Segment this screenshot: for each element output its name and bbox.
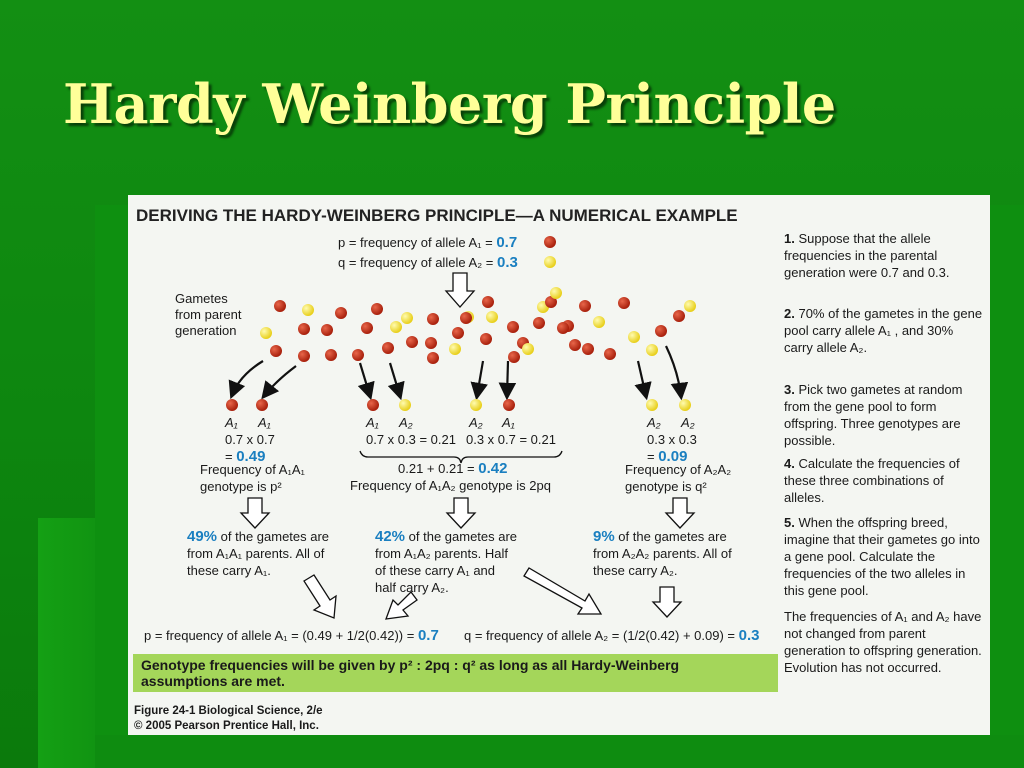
block2-line2: from A₁A₂ parents. Half	[375, 546, 508, 561]
freq-a1a1-line2: genotype is p²	[200, 479, 282, 494]
step-3-num: 3.	[784, 382, 795, 397]
slide-title: Hardy Weinberg Principle	[63, 72, 836, 136]
freq-a1a2: Frequency of A₁A₂ genotype is 2pq	[350, 478, 551, 493]
pair4-calc: 0.3 x 0.3	[647, 432, 697, 447]
q-definition: q = frequency of allele A₂ =	[338, 255, 497, 270]
genotype-line2: assumptions are met.	[141, 673, 285, 689]
p-final-eq: p = frequency of allele A₁ = (0.49 + 1/2…	[144, 628, 418, 643]
pair4-allele1: A₂	[646, 415, 661, 430]
gamete-pool	[260, 287, 696, 364]
freq-a2a2-line2: genotype is q²	[625, 479, 707, 494]
block3-line2: from A₂A₂ parents. All of	[593, 546, 732, 561]
svg-text:= 0.49: = 0.49	[225, 448, 265, 465]
block2-pct: 42%	[375, 528, 405, 545]
step-1-text: Suppose that the allele frequencies in t…	[784, 231, 950, 280]
block2-line3: of these carry A₁ and	[375, 563, 495, 578]
legend-a2-dot	[544, 256, 556, 268]
step-2-text: 70% of the gametes in the gene pool carr…	[784, 306, 983, 355]
svg-text:49% of the gametes are: 49% of the gametes are	[187, 528, 329, 545]
freq-a2a2-line1: Frequency of A₂A₂	[625, 462, 731, 477]
figure-header: DERIVING THE HARDY-WEINBERG PRINCIPLE—A …	[136, 206, 738, 225]
step-2: 2. 70% of the gametes in the gene pool c…	[784, 305, 984, 356]
block1-line1: of the gametes are	[217, 529, 329, 544]
sum-result: 0.42	[478, 460, 507, 477]
q-final-value: 0.3	[739, 627, 760, 644]
block3-pct: 9%	[593, 528, 615, 545]
pair1-allele1: A₁	[224, 415, 238, 430]
sum-calc: 0.21 + 0.21 =	[398, 461, 478, 476]
p-value: 0.7	[496, 234, 517, 251]
svg-text:42% of the gametes are: 42% of the gametes are	[375, 528, 517, 545]
pair2-allele2: A₂	[398, 415, 413, 430]
caption-line2: © 2005 Pearson Prentice Hall, Inc.	[134, 720, 319, 732]
legend-a1-dot	[544, 236, 556, 248]
gametes-label-1: Gametes	[175, 291, 228, 306]
svg-text:q = frequency of allele A₂ = (: q = frequency of allele A₂ = (1/2(0.42) …	[464, 627, 759, 644]
pick-arrows	[228, 345, 689, 401]
picked-pairs	[226, 399, 691, 411]
block2-line1: of the gametes are	[405, 529, 517, 544]
pair3-calc: 0.3 x 0.7 = 0.21	[466, 432, 556, 447]
q-final-eq: q = frequency of allele A₂ = (1/2(0.42) …	[464, 628, 739, 643]
block1-pct: 49%	[187, 528, 217, 545]
figure-diagram: DERIVING THE HARDY-WEINBERG PRINCIPLE—A …	[134, 206, 759, 732]
step-5-text: When the offspring breed, imagine that t…	[784, 515, 980, 598]
pair4-result: 0.09	[658, 448, 687, 465]
gametes-label-3: generation	[175, 323, 236, 338]
svg-text:0.21 + 0.21 = 0.42: 0.21 + 0.21 = 0.42	[398, 460, 507, 477]
step-1-num: 1.	[784, 231, 795, 246]
step-5: 5. When the offspring breed, imagine tha…	[784, 514, 984, 599]
p-definition: p = frequency of allele A₁ =	[338, 235, 496, 250]
genotype-summary-text: Genotype frequencies will be given by p²…	[141, 657, 679, 689]
svg-text:q = frequency of allele A₂ = 0: q = frequency of allele A₂ = 0.3	[338, 254, 518, 271]
pair1-calc: 0.7 x 0.7	[225, 432, 275, 447]
svg-text:= 0.09: = 0.09	[647, 448, 687, 465]
freq-a1a1-line1: Frequency of A₁A₁	[200, 462, 305, 477]
block3-line1: of the gametes are	[615, 529, 727, 544]
decor-band-bottom	[95, 735, 1024, 768]
pair2-allele1: A₁	[365, 415, 379, 430]
step-5-num: 5.	[784, 515, 795, 530]
block3-line3: these carry A₂.	[593, 563, 678, 578]
decor-band-right	[990, 205, 1024, 768]
gametes-label-2: from parent	[175, 307, 242, 322]
converging-arrows	[303, 567, 683, 620]
step-1: 1. Suppose that the allele frequencies i…	[784, 230, 984, 281]
step-4-num: 4.	[784, 456, 795, 471]
pair3-allele1: A₂	[468, 415, 483, 430]
svg-text:9% of the gametes are: 9% of the gametes are	[593, 528, 727, 545]
sum-bracket	[359, 450, 563, 464]
q-value: 0.3	[497, 254, 518, 271]
block2-line4: half carry A₂.	[375, 580, 449, 595]
p-final-value: 0.7	[418, 627, 439, 644]
pair2-calc: 0.7 x 0.3 = 0.21	[366, 432, 456, 447]
conclusion: The frequencies of A₁ and A₂ have not ch…	[784, 609, 982, 675]
genotype-summary-bar: Genotype frequencies will be given by p²…	[133, 654, 778, 692]
step-3: 3. Pick two gametes at random from the g…	[784, 381, 984, 449]
hardy-weinberg-figure: DERIVING THE HARDY-WEINBERG PRINCIPLE—A …	[128, 195, 990, 735]
step-2-num: 2.	[784, 306, 795, 321]
decor-band-left-inner	[95, 205, 128, 765]
pair1-result: 0.49	[236, 448, 265, 465]
step-3-text: Pick two gametes at random from the gene…	[784, 382, 963, 448]
block1-line3: these carry A₁.	[187, 563, 271, 578]
caption-line1: Figure 24-1 Biological Science, 2/e	[134, 705, 323, 717]
pair1-allele2: A₁	[257, 415, 271, 430]
pair3-allele2: A₁	[501, 415, 515, 430]
down-arrows-mid	[239, 497, 696, 529]
down-arrow-pool	[444, 272, 476, 308]
step-4: 4. Calculate the frequencies of these th…	[784, 455, 984, 506]
svg-text:p = frequency of allele A₁ = (: p = frequency of allele A₁ = (0.49 + 1/2…	[144, 627, 439, 644]
pair4-allele2: A₂	[680, 415, 695, 430]
genotype-line1: Genotype frequencies will be given by p²…	[141, 657, 680, 673]
block1-line2: from A₁A₁ parents. All of	[187, 546, 325, 561]
step-4-text: Calculate the frequencies of these three…	[784, 456, 960, 505]
svg-text:p = frequency of allele A₁ = 0: p = frequency of allele A₁ = 0.7	[338, 234, 517, 251]
